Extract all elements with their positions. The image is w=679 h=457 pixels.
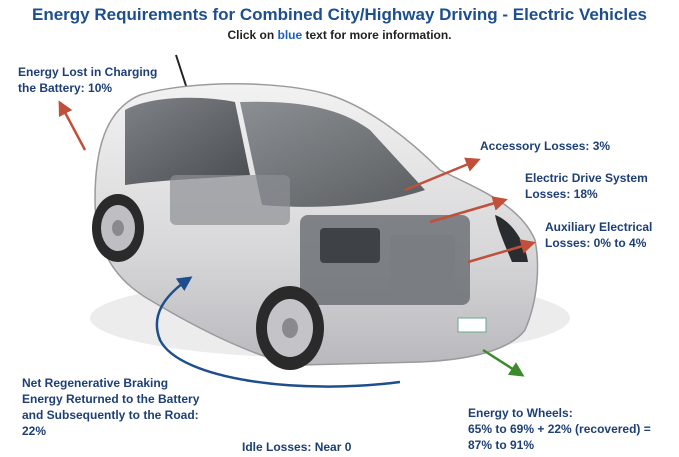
wheels-energy-arrow (482, 348, 525, 377)
license-plate (457, 317, 487, 333)
label-drive-loss[interactable]: Electric Drive System Losses: 18% (525, 170, 648, 202)
label-wheels-line2[interactable]: 65% to 69% + 22% (recovered) = (468, 422, 651, 436)
label-drive-line2[interactable]: Losses: 18% (525, 187, 598, 201)
label-accessory-loss[interactable]: Accessory Losses: 3% (480, 138, 610, 154)
battery-pack (170, 175, 290, 225)
label-aux-line1[interactable]: Auxiliary Electrical (545, 220, 653, 234)
label-wheels-line3[interactable]: 87% to 91% (468, 438, 535, 452)
label-accessory-line1[interactable]: Accessory Losses: 3% (480, 139, 611, 153)
instruction-keyword: blue (277, 28, 303, 42)
rear-wheel (92, 194, 144, 262)
motor (320, 228, 380, 263)
label-regen-line4[interactable]: 22% (22, 424, 47, 438)
label-aux-loss[interactable]: Auxiliary Electrical Losses: 0% to 4% (545, 219, 652, 251)
label-drive-line1[interactable]: Electric Drive System (525, 171, 648, 185)
label-energy-to-wheels[interactable]: Energy to Wheels: 65% to 69% + 22% (reco… (468, 405, 651, 453)
regen-arrow (155, 276, 401, 388)
label-idle-line1[interactable]: Idle Losses: Near 0 (242, 440, 352, 454)
page-title: Energy Requirements for Combined City/Hi… (32, 5, 647, 24)
label-regen-line2[interactable]: Energy Returned to the Battery (22, 392, 200, 406)
label-regen-line3[interactable]: and Subsequently to the Road: (22, 408, 199, 422)
label-regen-braking[interactable]: Net Regenerative Braking Energy Returned… (22, 375, 199, 439)
label-aux-line2[interactable]: Losses: 0% to 4% (545, 236, 647, 250)
drive-loss-arrow (429, 196, 508, 224)
side-windows (125, 97, 250, 185)
label-charging-loss[interactable]: Energy Lost in Charging the Battery: 10% (18, 64, 157, 96)
aux-loss-arrow (467, 239, 536, 264)
label-wheels-line1[interactable]: Energy to Wheels: (468, 406, 573, 420)
label-idle-loss[interactable]: Idle Losses: Near 0 (242, 439, 351, 455)
label-charging-line2[interactable]: the Battery: 10% (18, 81, 113, 95)
label-regen-line1[interactable]: Net Regenerative Braking (22, 376, 169, 390)
instruction-text: Click on blue text for more information. (0, 28, 679, 42)
accessory-loss-arrow (404, 157, 481, 192)
label-charging-line1[interactable]: Energy Lost in Charging (18, 65, 158, 79)
instruction-prefix: Click on (227, 28, 278, 42)
inverter (390, 235, 455, 290)
front-wheel (256, 286, 324, 370)
instruction-suffix: text for more information. (302, 28, 452, 42)
charging-loss-arrow (58, 100, 87, 151)
